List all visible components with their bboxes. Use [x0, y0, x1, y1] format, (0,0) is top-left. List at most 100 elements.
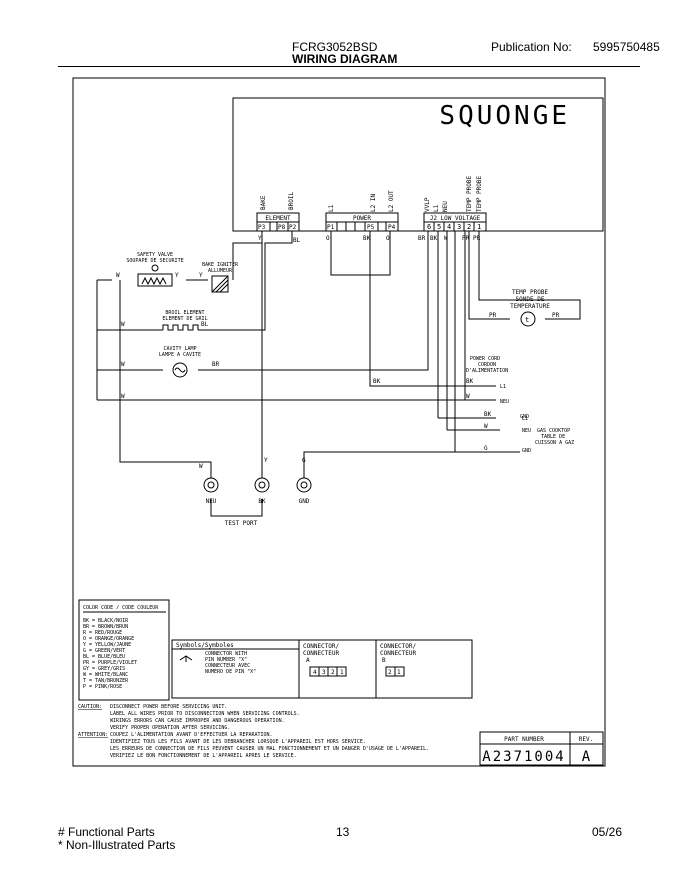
element-connector: BAKE BROIL ELEMENT P3 P8 P2 Y BL: [256, 192, 301, 244]
lv-pin-6: 6: [427, 223, 431, 231]
connector-a-title-1: CONNECTOR/: [303, 643, 340, 650]
wire-label-w2: W: [121, 321, 125, 328]
color-code-entry: BK = BLACK/NOIR: [83, 618, 129, 624]
cooktop-label-3: CUISSON A GAZ: [535, 440, 574, 446]
terminal-gnd: GND: [299, 498, 310, 505]
terminal-neu: NEU: [206, 498, 217, 505]
wire-label-y3: Y: [264, 457, 268, 464]
element-connector-name: ELEMENT: [265, 215, 291, 222]
connector-a-pin: 3: [322, 669, 326, 676]
wire-label-w7: W: [199, 463, 203, 470]
lv-pin-label-l1: L1: [433, 204, 440, 212]
lv-wire-bk: BK: [430, 235, 438, 242]
lv-pin-label-neu: NEU: [442, 201, 449, 212]
wire-harness: [96, 231, 581, 517]
wire-label-w4: W: [121, 393, 125, 400]
cooktop-label-2: TABLE DE: [541, 434, 565, 440]
model-number: FCRG3052BSD: [292, 40, 378, 54]
wire-label-g1: G: [484, 445, 488, 452]
connector-b-pin: 2: [388, 669, 392, 676]
lv-connector-name: J2 LOW VOLTAGE: [430, 215, 481, 222]
element-pin-p8: P8: [278, 224, 286, 231]
safety-valve: SAFETY VALVE SOUPAPE DE SECURITE: [126, 252, 184, 287]
probe-label-3: TEMPERATURE: [510, 303, 550, 310]
revision-label: REV.: [579, 736, 593, 743]
power-wire-o2: O: [386, 235, 390, 242]
wire-label-y2: Y: [199, 272, 203, 279]
power-wire-o1: O: [326, 235, 330, 242]
header-rule: [58, 66, 640, 67]
part-number-value: A2371004: [482, 749, 565, 765]
lv-pin-label-vvlp: VVLP: [424, 197, 431, 212]
safety-valve-label-en: SAFETY VALVE: [137, 252, 173, 258]
temp-probe: TEMP PROBE SONDE DE TEMPERATURE t: [510, 289, 550, 327]
wire-label-w5: W: [466, 393, 470, 400]
wire-label-br: BR: [212, 361, 220, 368]
symbols-table: [171, 639, 473, 699]
cooktop-pin-l1: L1: [522, 416, 528, 422]
terminals: NEU BK GND TEST PORT: [203, 460, 312, 527]
wire-label-w6: W: [484, 423, 488, 430]
wire-labels: W Y Y W BL W BR W BK BK W BK W G PR PR W…: [116, 272, 560, 470]
symbols-desc-2: PIN NUMBER "X": [205, 657, 247, 663]
lv-wire-pr2: PR: [473, 235, 481, 242]
attention-line: IDENTIFIEZ TOUS LES FILS AVANT DE LES DE…: [110, 739, 366, 745]
color-code-entry: T = TAN/BRONZER: [83, 678, 129, 684]
page-title: WIRING DIAGRAM: [292, 52, 398, 66]
lv-pin-4: 4: [447, 223, 451, 231]
caution-line: VERIFY PROPER OPERATION AFTER SERVICING.: [110, 725, 230, 731]
power-connector-name: POWER: [353, 215, 371, 222]
wire-label-y1: Y: [175, 272, 179, 279]
cooktop-label-1: GAS COOKTOP: [537, 428, 570, 434]
caution-label: CAUTION:: [78, 704, 102, 710]
probe-label-2: SONDE DE: [516, 296, 545, 303]
page-number: 13: [336, 825, 350, 839]
power-pin-p1: P1: [327, 224, 335, 231]
connector-a-pin: 4: [313, 669, 317, 676]
cooktop-pin-neu: NEU: [522, 428, 531, 434]
cooktop-pin-gnd: GND: [522, 448, 531, 454]
low-voltage-connector: VVLP L1 NEU TEMP PROBE TEMP PROBE J2 LOW…: [418, 175, 487, 242]
bake-igniter: BAKE IGNITER ALLUMEUR: [202, 262, 239, 293]
lv-wire-pr1: PR: [462, 235, 470, 242]
color-code-entry: W = WHITE/BLANC: [83, 672, 128, 678]
part-number-label: PART NUMBER: [504, 736, 544, 743]
connector-a-pin: 1: [340, 669, 344, 676]
revision-value: A: [582, 749, 591, 765]
lv-pin-2: 2: [467, 223, 471, 231]
power-wire-bk: BK: [363, 235, 371, 242]
attention-line: LES ERREURS DE CONNECTION DE FILS PEUVEN…: [110, 746, 429, 752]
broil-label-en: BROIL ELEMENT: [165, 310, 204, 316]
color-code-entry: Y = YELLOW/JAUNE: [83, 642, 131, 648]
brand-label: SQUONGE: [439, 101, 570, 131]
cavity-lamp: CAVITY LAMP LAMPE A CAVITE: [159, 346, 201, 378]
element-pin-p3: P3: [258, 224, 266, 231]
connector-symbol-icon: [179, 655, 193, 662]
caution-line: DISCONNECT POWER BEFORE SERVICING UNIT.: [110, 704, 227, 710]
cord-pin-l1: L1: [500, 384, 506, 390]
caution-block: CAUTION: DISCONNECT POWER BEFORE SERVICI…: [78, 704, 429, 759]
power-connector: L1 L2 IN L2 OUT POWER P1 P5 P4 O BK O: [325, 190, 399, 242]
color-code-entry: P = PINK/ROSE: [83, 684, 122, 690]
part-number-box: [479, 731, 604, 766]
connector-a-title-2: CONNECTEUR: [303, 650, 340, 657]
lv-pin-label-probe2: TEMP PROBE: [476, 175, 483, 212]
lamp-label-en: CAVITY LAMP: [163, 346, 196, 352]
cord-label-1: POWER CORD: [470, 356, 500, 362]
wire-label-pr1: PR: [489, 312, 497, 319]
connector-a-pin: 2: [331, 669, 335, 676]
connector-b-pin: 1: [397, 669, 401, 676]
power-pin-p5: P5: [367, 224, 375, 231]
lv-wire-w: W: [444, 235, 448, 242]
wire-label-pr2: PR: [552, 312, 560, 319]
wire-label-bk3: BK: [484, 411, 492, 418]
footer-non-illustrated: * Non-Illustrated Parts: [58, 838, 176, 852]
connector-b-title-3: B: [382, 657, 386, 664]
wire-label-bk1: BK: [373, 378, 381, 385]
color-code-box: [78, 599, 170, 701]
symbols-desc-4: NUMERO DE PIN "X": [205, 669, 256, 675]
color-code-entry: R = RED/ROUGE: [83, 630, 122, 636]
wire-label-bk2: BK: [466, 378, 474, 385]
attention-label: ATTENTION:: [78, 732, 108, 738]
lv-pin-label-probe1: TEMP PROBE: [466, 175, 473, 212]
